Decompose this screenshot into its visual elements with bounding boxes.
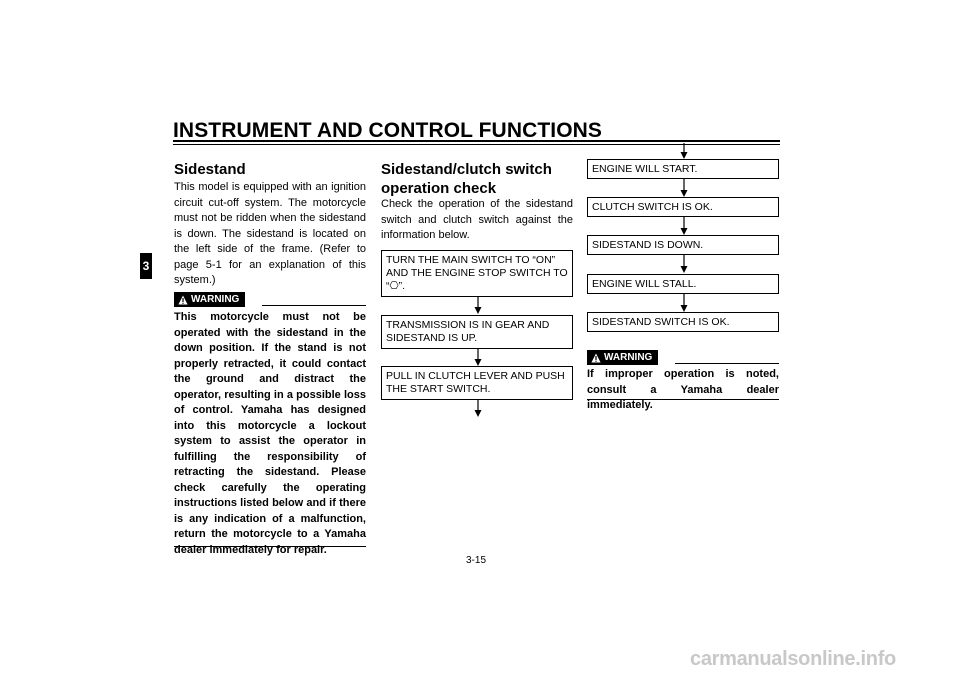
header-rule-thin (173, 144, 780, 145)
header-rule (173, 140, 780, 142)
flow-step-transmission: TRANSMISSION IS IN GEAR AND SIDESTAND IS… (381, 315, 573, 349)
switch-warning-text: If improper operation is noted, consult … (587, 368, 779, 411)
flow-step-clutch-ok: CLUTCH SWITCH IS OK. (587, 197, 779, 217)
site-watermark: carmanualsonline.info (690, 648, 896, 670)
page-header-title: INSTRUMENT AND CONTROL FUNCTIONS (173, 119, 603, 142)
switch-check-body-text: Check the operation of the sidestand swi… (381, 198, 573, 241)
flow-arrow-down-icon (680, 217, 688, 235)
flow-arrow-down-icon (680, 294, 688, 312)
section-heading-sidestand: Sidestand (174, 161, 246, 178)
flow-step-sidestand-down: SIDESTAND IS DOWN. (587, 235, 779, 255)
warning-label: WARNING (604, 352, 653, 363)
flow-step-main-switch: TURN THE MAIN SWITCH TO “ON” AND THE ENG… (381, 250, 573, 297)
sidestand-warning-text: This motorcycle must not be operated wit… (174, 311, 366, 556)
section-heading-switch-check: Sidestand/clutch switch operation check (381, 161, 552, 197)
flow-step-engine-start: ENGINE WILL START. (587, 159, 779, 179)
warning-label: WARNING (191, 294, 240, 305)
page-number: 3-15 (466, 555, 487, 566)
warning-triangle-icon (591, 353, 601, 362)
sidestand-body-text: This model is equipped with an ignition … (174, 181, 366, 286)
warning-rule-top (675, 363, 779, 364)
warning-rule-top (262, 305, 366, 306)
flow-arrow-down-icon (680, 143, 688, 159)
flow-step-clutch-lever: PULL IN CLUTCH LEVER AND PUSH THE START … (381, 366, 573, 400)
flow-arrow-down-icon (474, 297, 482, 314)
warning-rule-bottom (174, 546, 366, 547)
flow-arrow-down-icon (680, 255, 688, 273)
warning-badge: WARNING (587, 350, 659, 365)
warning-rule-bottom (587, 399, 779, 400)
flow-step-sidestand-switch-ok: SIDESTAND SWITCH IS OK. (587, 312, 779, 332)
flow-step-engine-stall: ENGINE WILL STALL. (587, 274, 779, 294)
chapter-tab: 3 (140, 253, 152, 279)
flow-arrow-down-icon (474, 349, 482, 366)
warning-triangle-icon (178, 295, 188, 304)
flow-arrow-down-icon (680, 179, 688, 197)
flow-arrow-down-icon (474, 400, 482, 417)
warning-badge: WARNING (174, 292, 246, 307)
